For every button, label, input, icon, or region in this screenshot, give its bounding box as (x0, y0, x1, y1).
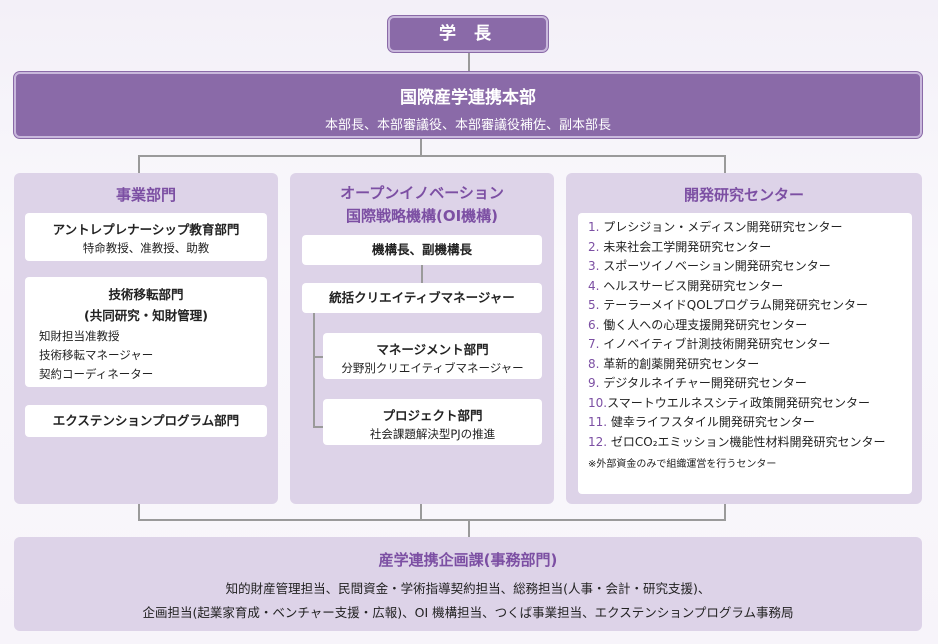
entrepreneurship-staff: 特命教授、准教授、助教 (82, 241, 210, 255)
list-number: 11. (588, 415, 608, 429)
oi-branch-vertical (313, 313, 315, 428)
connector-hq-down (420, 138, 422, 156)
rd-panel: 開発研究センター 1. プレシジョン・メディスン開発研究センター 2. 未来社会… (566, 173, 922, 504)
oi-head-label: 機構長、副機構長 (371, 242, 472, 257)
proj-subtitle: 社会課題解決型PJの推進 (369, 427, 496, 441)
list-label: プレシジョン・メディスン開発研究センター (603, 220, 843, 234)
list-item: 3. スポーツイノベーション開発研究センター (588, 257, 912, 277)
president-label: 学 長 (439, 24, 497, 44)
list-label: テーラーメイドQOLプログラム開発研究センター (603, 298, 869, 312)
hq-subtitle: 本部長、本部審議役、本部審議役補佐、副本部長 (324, 118, 611, 133)
list-label: 革新的創薬開発研究センター (603, 356, 760, 371)
entrepreneurship-box: アントレプレナーシップ教育部門 特命教授、准教授、助教 (25, 213, 267, 261)
oi-connector-vertical (421, 265, 423, 283)
connector-bottom-mid (420, 504, 422, 520)
oi-title-line1: オープンイノベーション (340, 184, 504, 202)
connector-bottom-right (724, 504, 726, 520)
list-item: 12. ゼロCO₂エミッション機能性材料開発研究センター (588, 433, 912, 453)
list-item: 6. 働く人への心理支援開発研究センター (588, 316, 912, 336)
extension-title: エクステンションプログラム部門 (52, 413, 240, 428)
rd-list-box: 1. プレシジョン・メディスン開発研究センター 2. 未来社会工学開発研究センタ… (578, 213, 912, 494)
business-panel: 事業部門 アントレプレナーシップ教育部門 特命教授、准教授、助教 技術移転部門 … (14, 173, 278, 504)
hq-title: 国際産学連携本部 (400, 88, 536, 108)
list-item: 4. ヘルスサービス開発研究センター (588, 277, 912, 297)
connector-bottom-left (138, 504, 140, 520)
hq-box: 国際産学連携本部 本部長、本部審議役、本部審議役補佐、副本部長 (14, 72, 922, 138)
list-item: 7. イノベイティブ計測技術開発研究センター (588, 335, 912, 355)
oi-head-box: 機構長、副機構長 (302, 235, 542, 265)
tech-transfer-staff-3: 契約コーディネーター (39, 367, 154, 381)
list-number: 8. (588, 356, 600, 371)
proj-box: プロジェクト部門 社会課題解決型PJの推進 (323, 399, 542, 445)
list-number: 1. (588, 220, 600, 234)
connector-bottom-horizontal (138, 519, 726, 521)
tech-transfer-title: 技術移転部門 (108, 287, 184, 302)
list-number: 6. (588, 317, 600, 332)
list-number: 2. (588, 239, 600, 254)
office-title: 産学連携企画課(事務部門) (378, 551, 558, 569)
list-label: 健幸ライフスタイル開発研究センター (610, 415, 815, 429)
extension-box: エクステンションプログラム部門 (25, 405, 267, 437)
list-item: 9. デジタルネイチャー開発研究センター (588, 374, 912, 394)
connector-top-left (138, 155, 140, 173)
list-number: 5. (588, 298, 600, 312)
oi-cm-label: 統括クリエイティブマネージャー (329, 290, 515, 305)
list-number: 9. (588, 376, 600, 390)
list-number: 10. (588, 395, 608, 410)
tech-transfer-subtitle: (共同研究・知財管理) (84, 308, 208, 323)
tech-transfer-staff-1: 知財担当准教授 (39, 329, 120, 343)
list-label: 未来社会工学開発研究センター (603, 239, 772, 254)
tech-transfer-staff-2: 技術移転マネージャー (39, 348, 154, 362)
connector-president-hq (468, 52, 470, 72)
oi-panel: オープンイノベーション 国際戦略機構(OI機構) 機構長、副機構長 統括クリエイ… (290, 173, 554, 504)
connector-top-horizontal (138, 155, 726, 157)
list-item: 2. 未来社会工学開発研究センター (588, 238, 912, 258)
connector-top-right (724, 155, 726, 173)
proj-title: プロジェクト部門 (382, 408, 483, 423)
rd-title: 開発研究センター (683, 186, 804, 204)
office-line-2: 企画担当(起業家育成・ベンチャー支援・広報)、OI 機構担当、つくば事業担当、エ… (142, 605, 794, 620)
tech-transfer-box: 技術移転部門 (共同研究・知財管理) 知財担当准教授 技術移転マネージャー 契約… (25, 277, 267, 387)
oi-branch-to-mgmt (313, 356, 323, 358)
mgmt-box: マネージメント部門 分野別クリエイティブマネージャー (323, 333, 542, 379)
business-title: 事業部門 (115, 186, 176, 204)
mgmt-title: マネージメント部門 (376, 342, 489, 357)
list-item: 10.スマートウエルネスシティ政策開発研究センター (588, 394, 912, 414)
list-item: 11. 健幸ライフスタイル開発研究センター (588, 413, 912, 433)
connector-office (468, 519, 470, 537)
list-label: ヘルスサービス開発研究センター (603, 278, 784, 293)
list-label: 働く人への心理支援開発研究センター (603, 317, 808, 332)
mgmt-subtitle: 分野別クリエイティブマネージャー (341, 361, 524, 375)
oi-title-line2: 国際戦略機構(OI機構) (345, 207, 499, 225)
list-label: イノベイティブ計測技術開発研究センター (603, 337, 831, 351)
list-label: スポーツイノベーション開発研究センター (603, 259, 831, 273)
entrepreneurship-title: アントレプレナーシップ教育部門 (52, 222, 240, 237)
office-line-1: 知的財産管理担当、民間資金・学術指導契約担当、総務担当(人事・会計・研究支援)、 (225, 581, 711, 596)
list-item: 1. プレシジョン・メディスン開発研究センター (588, 218, 912, 238)
oi-cm-box: 統括クリエイティブマネージャー (302, 283, 542, 313)
president-box: 学 長 (388, 16, 548, 52)
office-panel: 産学連携企画課(事務部門) 知的財産管理担当、民間資金・学術指導契約担当、総務担… (14, 537, 922, 631)
list-item: 8. 革新的創薬開発研究センター (588, 355, 912, 375)
list-number: 4. (588, 278, 600, 293)
list-number: 7. (588, 337, 600, 351)
list-item: 5. テーラーメイドQOLプログラム開発研究センター (588, 296, 912, 316)
list-number: 12. (588, 434, 608, 449)
list-label: スマートウエルネスシティ政策開発研究センター (607, 395, 871, 410)
list-label: デジタルネイチャー開発研究センター (603, 376, 807, 390)
oi-branch-to-proj (313, 426, 323, 428)
list-label: ゼロCO₂エミッション機能性材料開発研究センター (610, 434, 886, 449)
list-number: 3. (588, 259, 600, 273)
rd-note: ※外部資金のみで組織運営を行うセンター (588, 459, 777, 470)
